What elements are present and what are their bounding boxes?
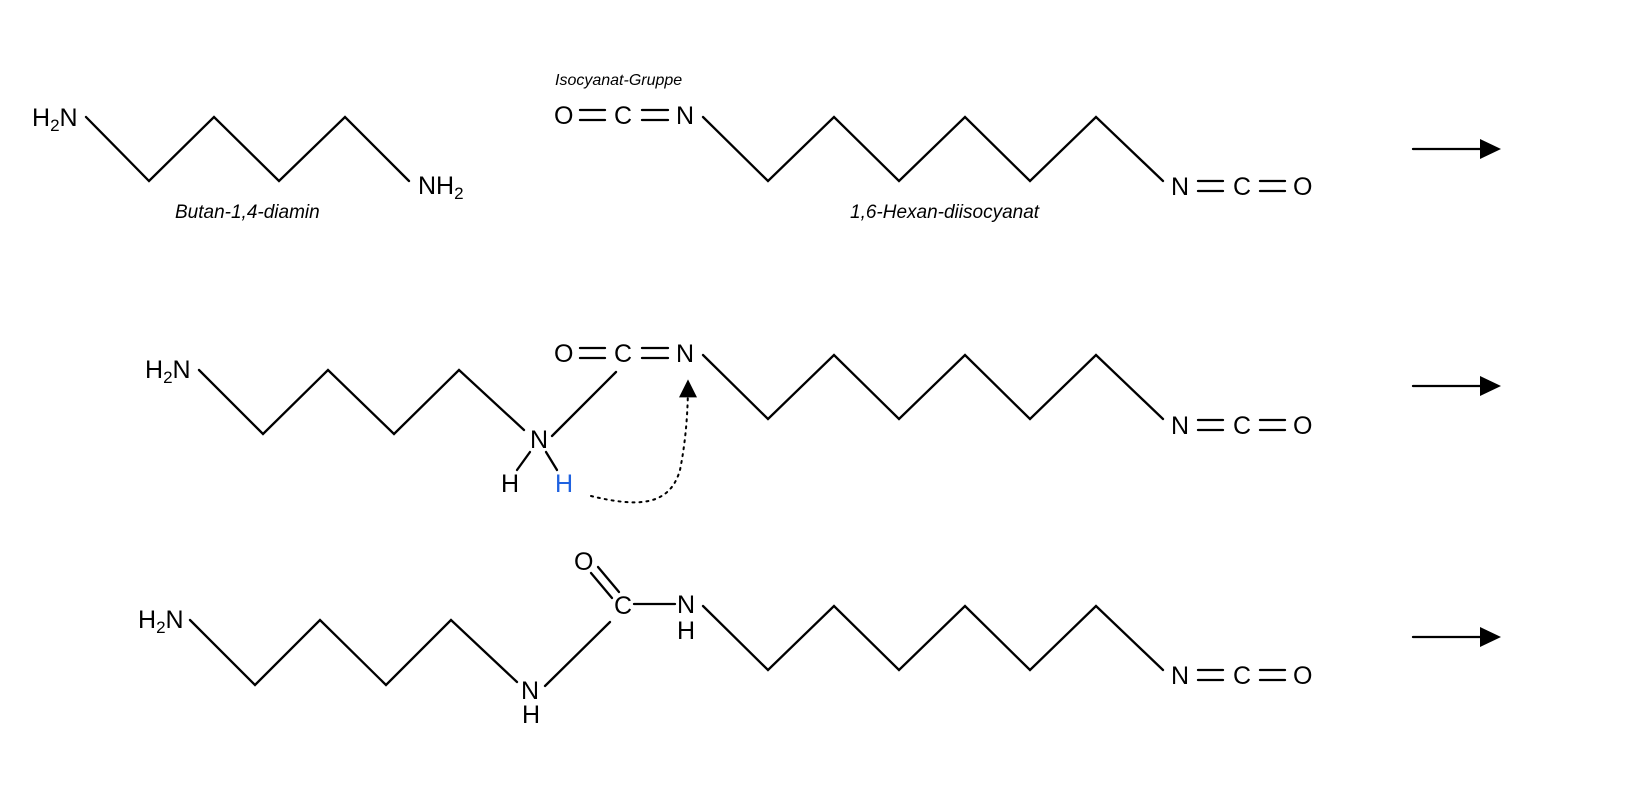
- hdi-molecule: Isocyanat-Gruppe O C N N C O 1,6-Hexan-d…: [554, 72, 1312, 223]
- proton-transfer-arrow: [590, 379, 697, 504]
- atom-n: N: [677, 591, 695, 619]
- atom-h: H: [501, 470, 519, 498]
- atom-c: C: [1233, 412, 1251, 440]
- butanediamine-molecule: H2N NH2 Butan-1,4-diamin: [32, 104, 464, 223]
- butane-chain-bonds: [84, 115, 411, 183]
- butane-chain-bonds: [188, 618, 519, 687]
- atom-h2n-left: H2N: [145, 356, 191, 387]
- atom-h2n-left: H2N: [32, 104, 78, 135]
- atom-n: N: [1171, 412, 1189, 440]
- atom-n: N: [530, 426, 548, 454]
- label-hdi: 1,6-Hexan-diisocyanat: [850, 202, 1040, 223]
- reaction-arrow: [1411, 139, 1501, 159]
- atom-o: O: [1293, 662, 1312, 690]
- hexane-chain-bonds: [701, 604, 1165, 672]
- row-reactants: H2N NH2 Butan-1,4-diamin Isocyanat-Grupp…: [32, 72, 1501, 223]
- atom-h2n-left: H2N: [138, 606, 184, 637]
- atom-o: O: [574, 548, 593, 576]
- butane-chain-bonds: [197, 368, 526, 436]
- atom-n: N: [676, 340, 694, 368]
- atom-c: C: [1233, 173, 1251, 201]
- atom-n: N: [521, 677, 539, 705]
- atom-h-transferred: H: [555, 470, 573, 498]
- atom-h: H: [522, 701, 540, 729]
- reaction-arrow: [1411, 627, 1501, 647]
- atom-n: N: [676, 102, 694, 130]
- atom-h: H: [677, 617, 695, 645]
- atom-o: O: [554, 340, 573, 368]
- atom-o: O: [1293, 173, 1312, 201]
- atom-c: C: [614, 592, 632, 620]
- hexane-chain-bonds: [701, 353, 1165, 421]
- label-isocyanate-group: Isocyanat-Gruppe: [555, 72, 682, 89]
- atom-n: N: [1171, 662, 1189, 690]
- row-attack: H2N N H H O C N N C O: [145, 340, 1501, 504]
- row-product: H2N N H C O N H N C O: [138, 548, 1501, 729]
- reaction-arrow: [1411, 376, 1501, 396]
- atom-o: O: [554, 102, 573, 130]
- atom-c: C: [1233, 662, 1251, 690]
- atom-o: O: [1293, 412, 1312, 440]
- atom-c: C: [614, 340, 632, 368]
- atom-n: N: [1171, 173, 1189, 201]
- atom-c: C: [614, 102, 632, 130]
- hexane-chain-bonds: [701, 115, 1165, 183]
- label-butanediamine: Butan-1,4-diamin: [175, 202, 320, 223]
- atom-nh2-right: NH2: [418, 172, 464, 203]
